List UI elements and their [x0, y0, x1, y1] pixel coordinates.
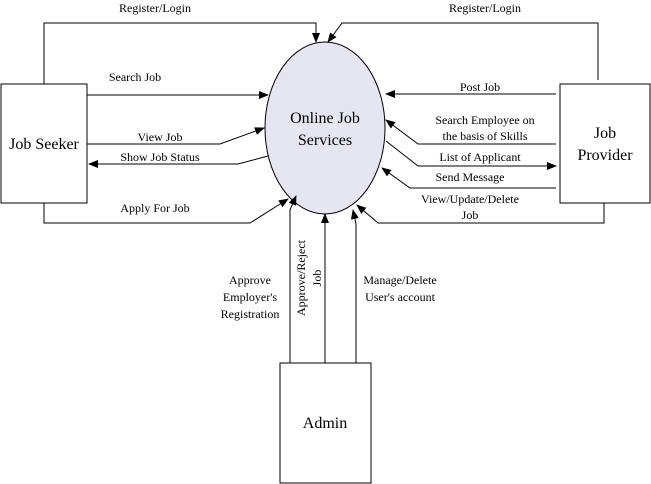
- view-update-delete-label-line1: View/Update/Delete: [421, 192, 519, 206]
- manage-delete-label-line1: Manage/Delete: [363, 273, 436, 287]
- seeker-register-label: Register/Login: [119, 1, 191, 15]
- view-job-label: View Job: [138, 130, 183, 144]
- send-message-arrow: [381, 167, 556, 189]
- job-provider-label-line1: Job: [594, 125, 616, 142]
- search-employee-label-line2: the basis of Skills: [442, 129, 527, 143]
- approve-employer-label-line1: Approve: [229, 273, 271, 287]
- approve-reject-label-line2: Job: [310, 270, 324, 287]
- search-employee-arrow: [385, 119, 556, 145]
- job-seeker-box: [0, 83, 88, 204]
- approve-reject-label-line1: Approve/Reject: [294, 239, 308, 316]
- post-job-label: Post Job: [460, 80, 500, 94]
- approve-employer-arrow: [288, 195, 297, 363]
- view-job-arrow: [87, 127, 265, 145]
- online-job-services-process: [264, 41, 386, 215]
- search-job-label: Search Job: [109, 70, 161, 84]
- seeker-register-arrow: [43, 22, 320, 84]
- search-employee-label-line1: Search Employee on: [435, 113, 534, 127]
- manage-delete-arrow: [350, 209, 359, 363]
- view-update-delete-label-line2: Job: [462, 208, 479, 222]
- apply-for-job-label: Apply For Job: [120, 201, 189, 215]
- approve-employer-label-line2: Employer's: [223, 290, 277, 304]
- approve-employer-label-line3: Registration: [221, 307, 280, 321]
- admin-label: Admin: [303, 415, 347, 432]
- admin-box: [279, 362, 372, 484]
- provider-register-label: Register/Login: [449, 1, 521, 15]
- show-job-status-arrow: [88, 155, 269, 168]
- job-provider-box: [559, 83, 651, 204]
- job-provider-label-line2: Provider: [577, 147, 633, 164]
- process-label-line1: Online Job: [290, 110, 360, 127]
- view-update-delete-arrow: [356, 203, 605, 224]
- provider-register-arrow: [327, 22, 599, 80]
- send-message-label: Send Message: [436, 170, 505, 184]
- list-of-applicant-arrow: [385, 140, 557, 170]
- list-of-applicant-label: List of Applicant: [439, 150, 521, 164]
- process-label-line2: Services: [298, 132, 352, 149]
- apply-for-job-arrow: [43, 198, 289, 224]
- job-seeker-label: Job Seeker: [9, 136, 79, 153]
- manage-delete-label-line2: User's account: [365, 290, 435, 304]
- show-job-status-label: Show Job Status: [120, 150, 200, 164]
